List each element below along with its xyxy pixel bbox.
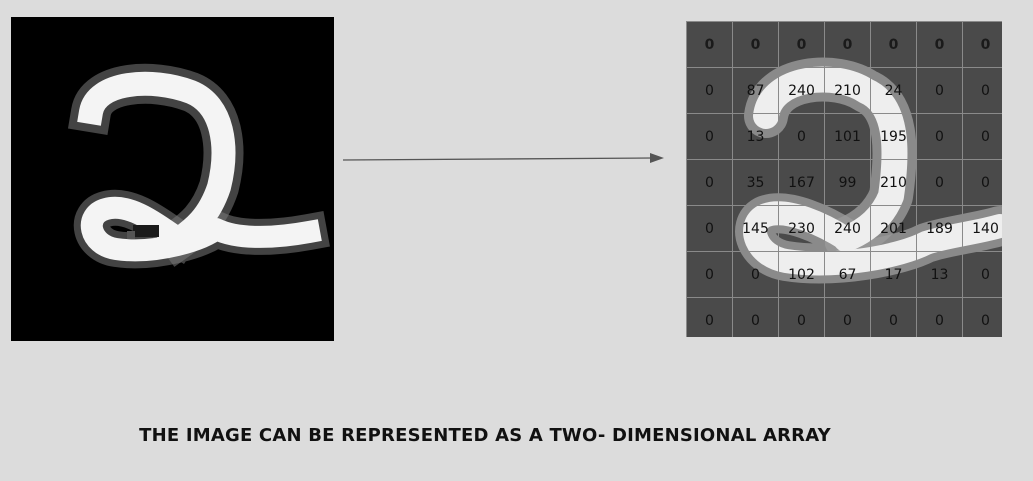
grid-cell: 201 <box>870 205 917 252</box>
grid-cell: 0 <box>870 297 917 337</box>
grid-cell: 0 <box>962 113 1002 160</box>
grid-cell: 230 <box>778 205 825 252</box>
grid-cell: 140 <box>962 205 1002 252</box>
grid-cell: 0 <box>962 297 1002 337</box>
grid-cell: 210 <box>824 67 871 114</box>
grid-cell: 17 <box>870 251 917 298</box>
grid-cell: 240 <box>778 67 825 114</box>
grid-cell: 0 <box>686 205 733 252</box>
grid-cell: 0 <box>686 251 733 298</box>
grid-cell: 0 <box>916 21 963 68</box>
grid-cell: 101 <box>824 113 871 160</box>
grid-cell: 0 <box>778 21 825 68</box>
grid-cell: 0 <box>870 21 917 68</box>
grid-cell: 0 <box>686 159 733 206</box>
grid-cell: 0 <box>778 297 825 337</box>
grid-cell: 0 <box>732 297 779 337</box>
grid-cell: 0 <box>916 113 963 160</box>
grid-cell: 0 <box>962 21 1002 68</box>
grid-cell: 99 <box>824 159 871 206</box>
grid-cell: 0 <box>824 297 871 337</box>
grid-cell: 67 <box>824 251 871 298</box>
grid-cell: 195 <box>870 113 917 160</box>
grid-cell: 0 <box>962 67 1002 114</box>
grid-cell: 13 <box>916 251 963 298</box>
grid-cell: 0 <box>962 251 1002 298</box>
grid-cell: 0 <box>732 21 779 68</box>
grid-cell: 0 <box>778 113 825 160</box>
grid-cell: 13 <box>732 113 779 160</box>
grid-cell: 0 <box>732 251 779 298</box>
grid-cell: 145 <box>732 205 779 252</box>
grid-cell: 0 <box>824 21 871 68</box>
grid-cell: 210 <box>870 159 917 206</box>
grid-cell: 0 <box>962 159 1002 206</box>
grid-cell: 0 <box>916 67 963 114</box>
arrow-right-icon <box>342 153 664 163</box>
grid-cell: 0 <box>686 297 733 337</box>
caption-text: THE IMAGE CAN BE REPRESENTED AS A TWO- D… <box>139 425 831 446</box>
handwritten-digit-image <box>11 17 334 341</box>
grid-cell: 102 <box>778 251 825 298</box>
grid-cell: 0 <box>916 297 963 337</box>
grid-cell: 0 <box>686 21 733 68</box>
grid-cell: 0 <box>686 113 733 160</box>
grid-cell: 24 <box>870 67 917 114</box>
grid-cell: 167 <box>778 159 825 206</box>
grid-cell: 189 <box>916 205 963 252</box>
grid-cell: 87 <box>732 67 779 114</box>
grid-cell: 240 <box>824 205 871 252</box>
grid-cell: 35 <box>732 159 779 206</box>
grid-cell: 0 <box>686 67 733 114</box>
grid-cell: 0 <box>916 159 963 206</box>
right-arrow <box>340 150 670 170</box>
digit-two-drawing <box>11 17 334 341</box>
